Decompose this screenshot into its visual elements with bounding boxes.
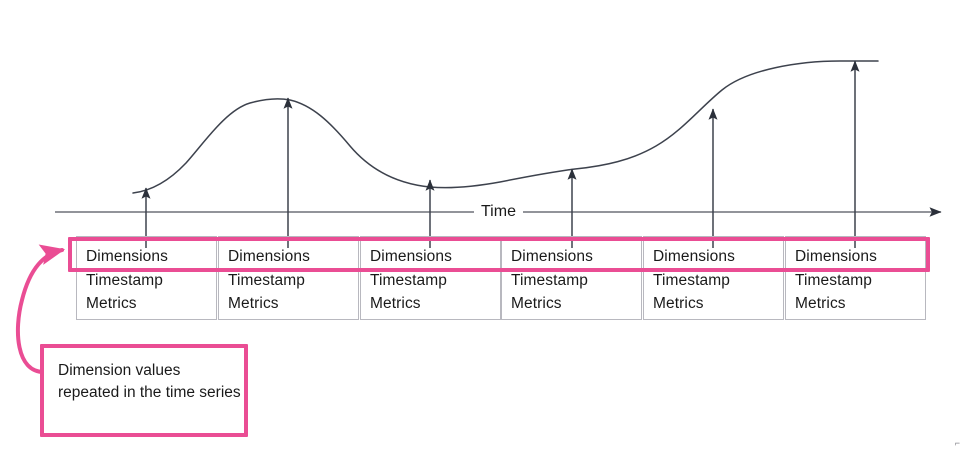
callout-box: Dimension values repeated in the time se… [40, 344, 248, 437]
dimensions-highlight-band [68, 237, 930, 272]
record-field-metrics: Metrics [511, 295, 562, 312]
record-field-metrics: Metrics [653, 295, 704, 312]
record-field-dimensions: Dimensions [86, 248, 168, 265]
record-box: Dimensions Timestamp Metrics [218, 236, 359, 320]
record-field-metrics: Metrics [795, 295, 846, 312]
record-field-timestamp: Timestamp [511, 272, 588, 289]
record-field-metrics: Metrics [370, 295, 421, 312]
record-field-dimensions: Dimensions [511, 248, 593, 265]
record-field-metrics: Metrics [86, 295, 137, 312]
record-box: Dimensions Timestamp Metrics [76, 236, 217, 320]
axis-label-time: Time [474, 202, 523, 222]
record-field-timestamp: Timestamp [795, 272, 872, 289]
record-field-timestamp: Timestamp [653, 272, 730, 289]
record-field-timestamp: Timestamp [370, 272, 447, 289]
record-field-dimensions: Dimensions [228, 248, 310, 265]
record-field-dimensions: Dimensions [795, 248, 877, 265]
time-series-curve [132, 60, 879, 194]
record-box: Dimensions Timestamp Metrics [360, 236, 501, 320]
record-field-dimensions: Dimensions [370, 248, 452, 265]
record-field-timestamp: Timestamp [228, 272, 305, 289]
record-box: Dimensions Timestamp Metrics [643, 236, 784, 320]
callout-text: Dimension values repeated in the time se… [58, 362, 241, 401]
corner-mark: ⌐ [954, 438, 960, 448]
record-box: Dimensions Timestamp Metrics [501, 236, 642, 320]
record-field-timestamp: Timestamp [86, 272, 163, 289]
record-box: Dimensions Timestamp Metrics [785, 236, 926, 320]
record-field-metrics: Metrics [228, 295, 279, 312]
callout-connector-arrow [16, 244, 66, 374]
record-field-dimensions: Dimensions [653, 248, 735, 265]
